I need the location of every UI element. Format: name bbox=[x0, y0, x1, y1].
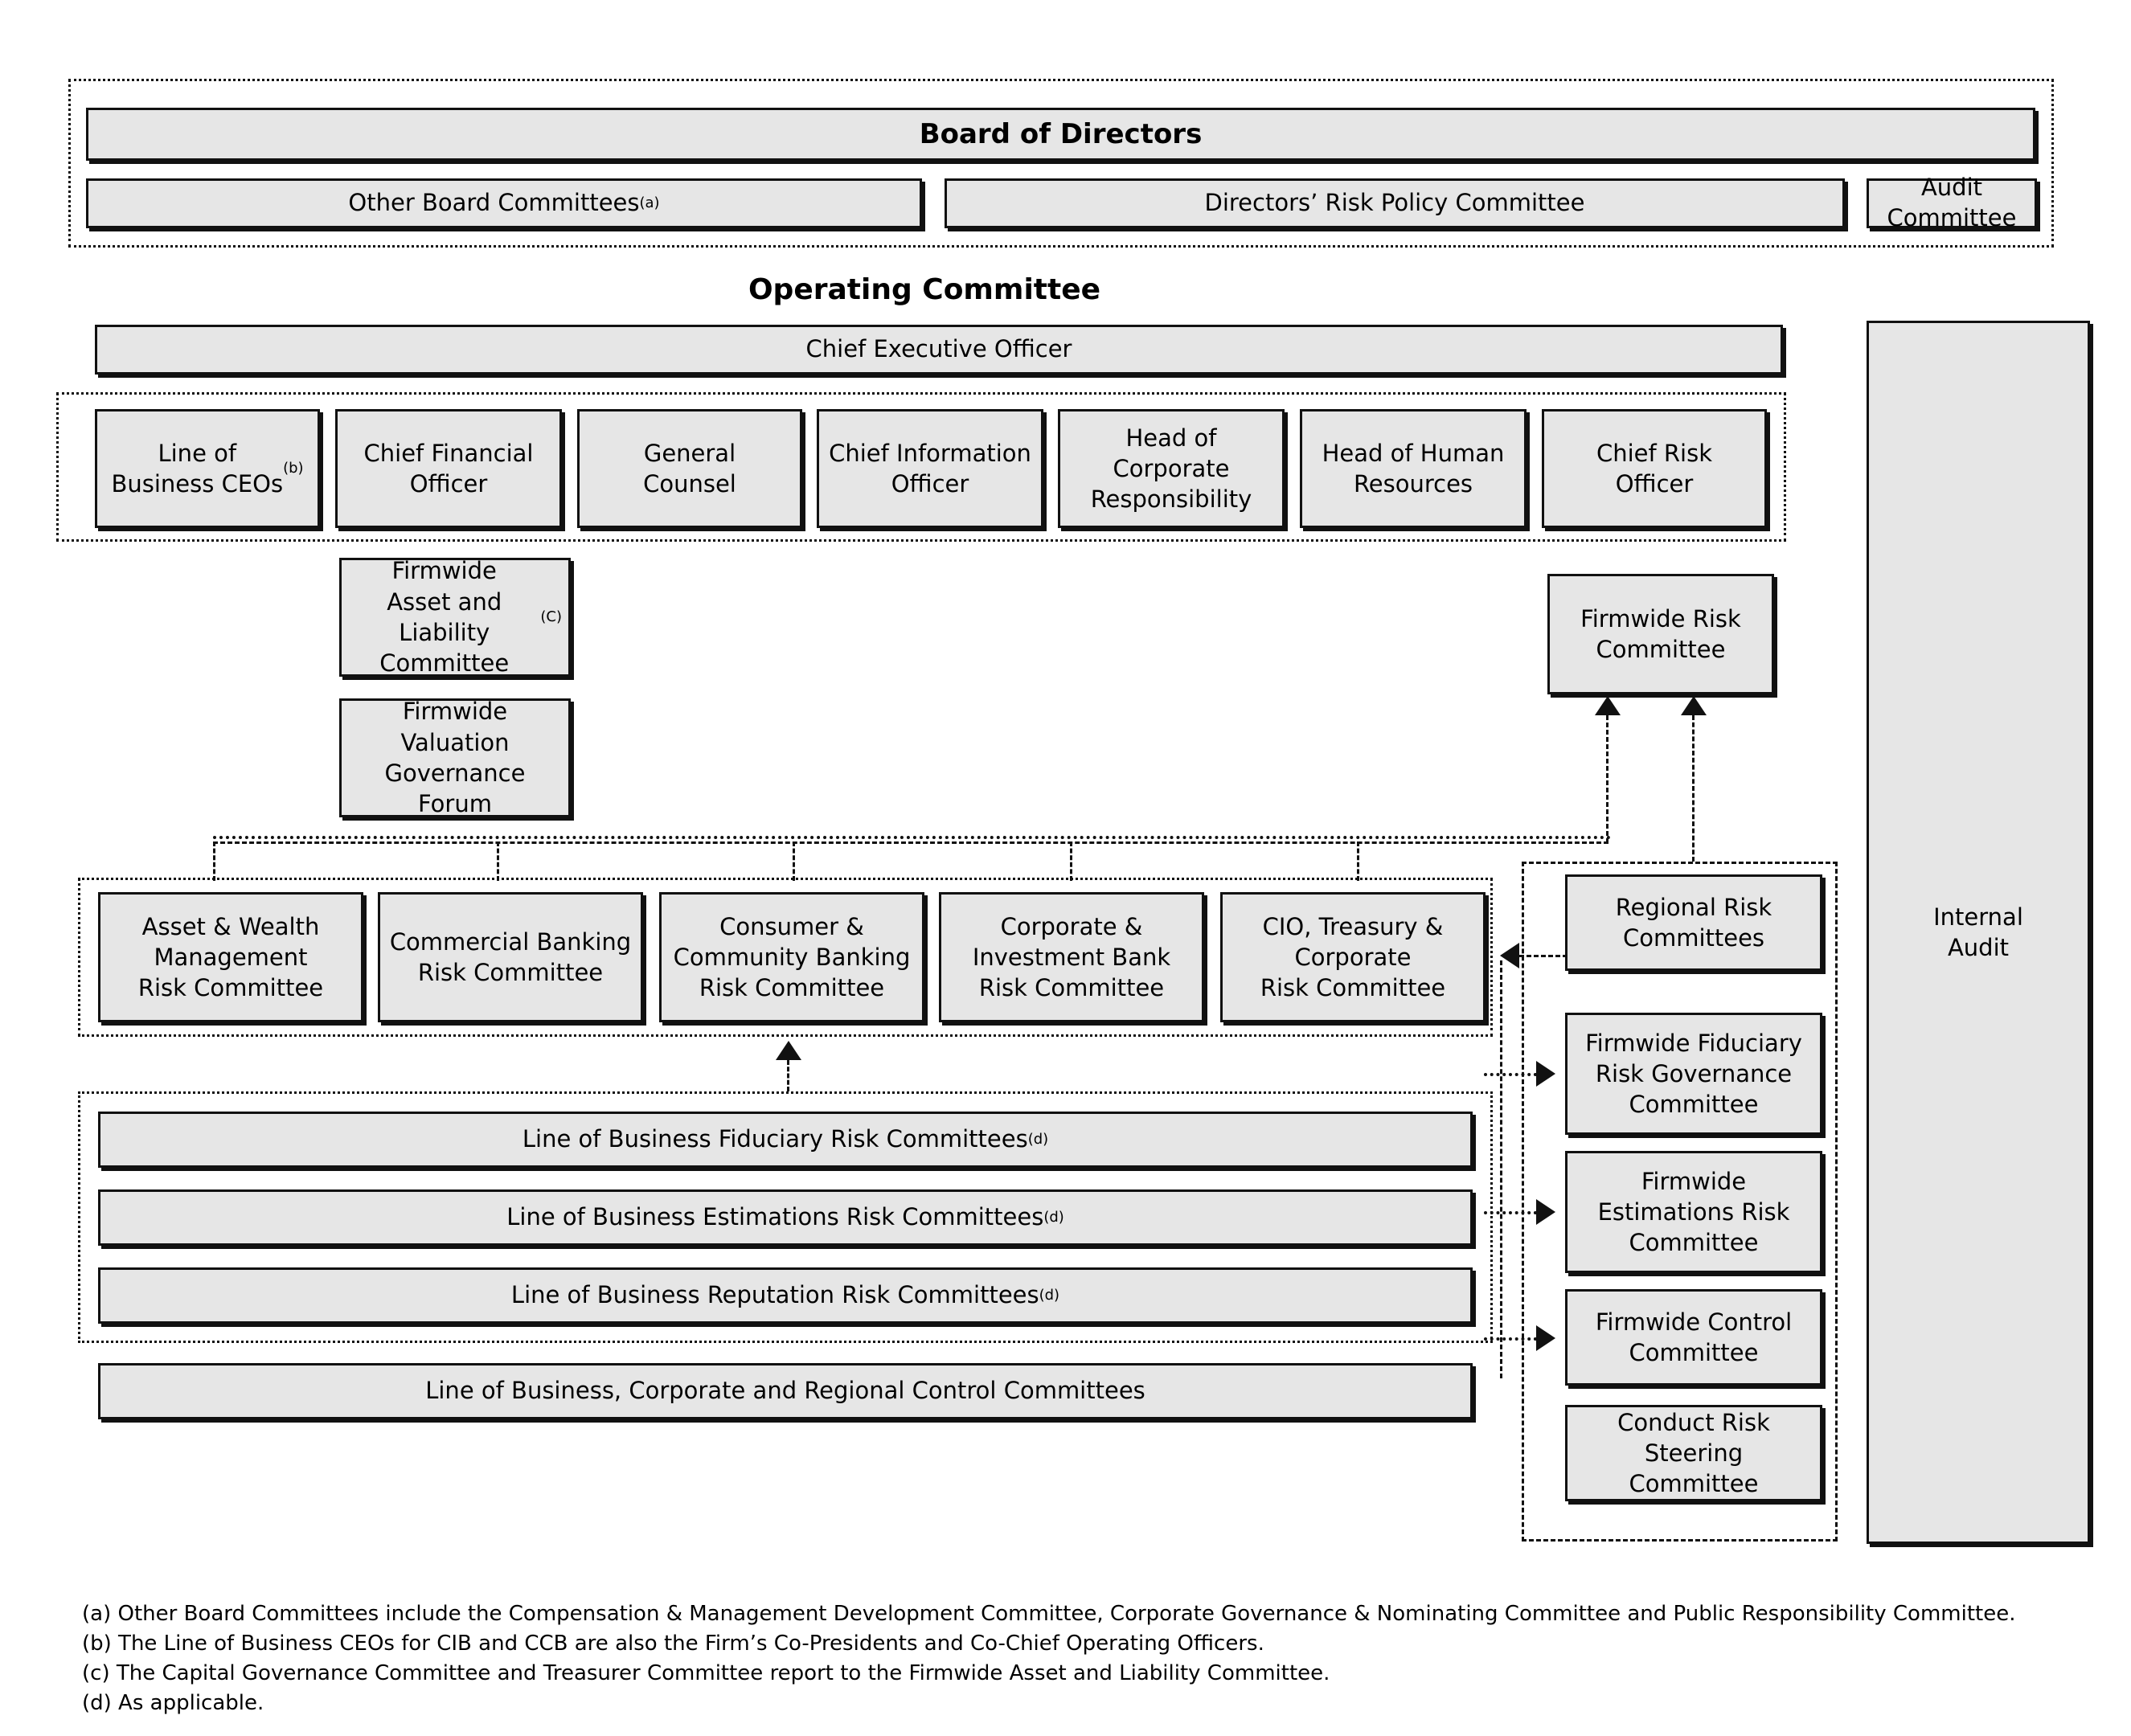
conduct-risk-steering-committee-box[interactable]: Conduct Risk Steering Committee bbox=[1565, 1405, 1822, 1501]
cio-treasury-corporate-risk-committee-box[interactable]: CIO, Treasury & Corporate Risk Committee bbox=[1220, 892, 1486, 1022]
arrow-up-to-firmwide-risk-right bbox=[1681, 696, 1707, 715]
connector-bus-upper bbox=[213, 836, 1612, 839]
connector-tick-2 bbox=[497, 841, 499, 881]
footnotes: (a) Other Board Committees include the C… bbox=[82, 1602, 2016, 1715]
member-head-of-corporate-responsibility-box[interactable]: Head of Corporate Responsibility bbox=[1058, 409, 1285, 528]
board-of-directors-box[interactable]: Board of Directors bbox=[86, 108, 2035, 161]
footnote-marker-b: (b) bbox=[283, 460, 304, 477]
connector-tick-3 bbox=[793, 841, 795, 881]
operating-committee-frame bbox=[56, 392, 1786, 542]
connector-hline-regional-to-cio bbox=[1519, 955, 1568, 957]
member-line-of-business-ceos-box[interactable]: Line of Business CEOs(b) bbox=[95, 409, 320, 528]
footnote-marker-d-1: (d) bbox=[1027, 1131, 1049, 1148]
directors-risk-policy-committee-box[interactable]: Directors’ Risk Policy Committee bbox=[945, 178, 1845, 228]
other-board-committees-box[interactable]: Other Board Committees(a) bbox=[86, 178, 922, 228]
lob-reputation-label: Line of Business Reputation Risk Committ… bbox=[510, 1281, 1039, 1309]
board-group-frame bbox=[68, 79, 2054, 248]
lob-wide-committees-frame bbox=[78, 1091, 1493, 1343]
firmwide-control-committee-box[interactable]: Firmwide Control Committee bbox=[1565, 1289, 1822, 1386]
member-label: Line of Business CEOs bbox=[111, 439, 284, 497]
consumer-community-banking-risk-committee-box[interactable]: Consumer & Community Banking Risk Commit… bbox=[659, 892, 924, 1022]
firmwide-fiduciary-risk-governance-committee-box[interactable]: Firmwide Fiduciary Risk Governance Commi… bbox=[1565, 1013, 1822, 1135]
arrow-right-into-control bbox=[1536, 1325, 1555, 1351]
footnote-marker-c: (C) bbox=[540, 608, 562, 626]
other-board-committees-label: Other Board Committees bbox=[348, 189, 640, 217]
chief-executive-officer-box[interactable]: Chief Executive Officer bbox=[95, 325, 1783, 375]
connector-tick-5 bbox=[1357, 841, 1359, 881]
firmwide-estimations-risk-committee-box[interactable]: Firmwide Estimations Risk Committee bbox=[1565, 1151, 1822, 1273]
arrow-left-into-cio-treasury bbox=[1500, 943, 1519, 968]
asset-wealth-management-risk-committee-box[interactable]: Asset & Wealth Management Risk Committee bbox=[98, 892, 363, 1022]
footnote-marker-d-3: (d) bbox=[1039, 1287, 1060, 1304]
lob-fiduciary-label: Line of Business Fiduciary Risk Committe… bbox=[522, 1125, 1028, 1153]
control-committees-box[interactable]: Line of Business, Corporate and Regional… bbox=[98, 1363, 1473, 1419]
connector-hdot-fiduciary bbox=[1484, 1073, 1537, 1076]
firmwide-valuation-governance-forum-box[interactable]: Firmwide Valuation Governance Forum bbox=[339, 698, 571, 817]
connector-hline-firmwide-risk-left bbox=[213, 841, 1608, 844]
firmwide-alco-label: Firmwide Asset and Liability Committee bbox=[379, 557, 510, 678]
operating-committee-heading: Operating Committee bbox=[748, 273, 1101, 306]
firmwide-asset-and-liability-committee-box[interactable]: Firmwide Asset and Liability Committee (C… bbox=[339, 557, 571, 678]
connector-vline-firmwide-risk-right bbox=[1692, 715, 1695, 862]
connector-tick-4 bbox=[1070, 841, 1072, 881]
connector-tick-1 bbox=[213, 841, 215, 881]
commercial-banking-risk-committee-box[interactable]: Commercial Banking Risk Committee bbox=[378, 892, 643, 1022]
lob-reputation-risk-committees-box[interactable]: Line of Business Reputation Risk Committ… bbox=[98, 1267, 1473, 1324]
corporate-investment-bank-risk-committee-box[interactable]: Corporate & Investment Bank Risk Committ… bbox=[939, 892, 1204, 1022]
member-chief-information-officer-box[interactable]: Chief Information Officer bbox=[817, 409, 1043, 528]
member-general-counsel-box[interactable]: General Counsel bbox=[577, 409, 802, 528]
arrow-right-into-estimations bbox=[1536, 1199, 1555, 1225]
connector-vline-lob-row-feeder bbox=[787, 1060, 789, 1091]
regional-risk-committees-box[interactable]: Regional Risk Committees bbox=[1565, 874, 1822, 971]
arrow-right-into-fiduciary-governance bbox=[1536, 1061, 1555, 1087]
audit-committee-box[interactable]: Audit Committee bbox=[1867, 174, 2037, 231]
footnote-marker-a: (a) bbox=[639, 194, 660, 212]
arrow-up-to-firmwide-risk-left bbox=[1595, 696, 1621, 715]
connector-hdot-control bbox=[1484, 1337, 1537, 1341]
arrow-up-into-lob-risk-row bbox=[776, 1041, 801, 1060]
internal-audit-box[interactable]: Internal Audit bbox=[1867, 321, 2090, 1544]
connector-vline-firmwide-risk-left bbox=[1606, 715, 1608, 843]
connector-hdot-estimations bbox=[1484, 1211, 1537, 1214]
member-chief-financial-officer-box[interactable]: Chief Financial Officer bbox=[335, 409, 562, 528]
member-chief-risk-officer-box[interactable]: Chief Risk Officer bbox=[1542, 409, 1767, 528]
right-column-frame bbox=[1522, 862, 1838, 1542]
connector-vline-right-bus bbox=[1500, 960, 1502, 1378]
lob-estimations-label: Line of Business Estimations Risk Commit… bbox=[506, 1203, 1044, 1231]
lob-risk-committees-frame bbox=[78, 878, 1493, 1037]
firmwide-risk-committee-box[interactable]: Firmwide Risk Committee bbox=[1547, 574, 1774, 694]
member-head-of-human-resources-box[interactable]: Head of Human Resources bbox=[1300, 409, 1527, 528]
lob-estimations-risk-committees-box[interactable]: Line of Business Estimations Risk Commit… bbox=[98, 1189, 1473, 1246]
footnote-marker-d-2: (d) bbox=[1043, 1209, 1064, 1226]
lob-fiduciary-risk-committees-box[interactable]: Line of Business Fiduciary Risk Committe… bbox=[98, 1112, 1473, 1168]
